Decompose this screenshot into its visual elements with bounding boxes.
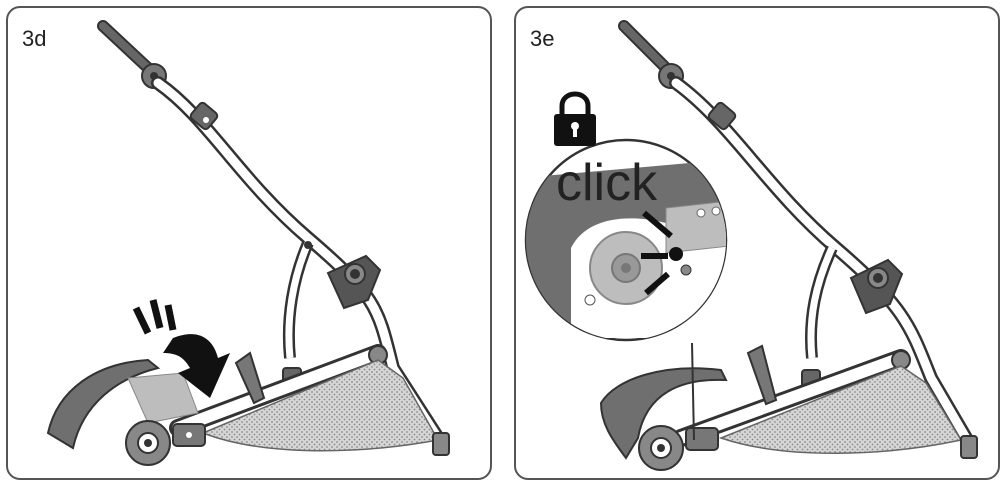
rear-leg [282,240,314,391]
front-wheel-hub [638,425,719,471]
padlock-icon [554,91,596,146]
callout-leader-line [691,342,695,441]
canopy [599,367,728,460]
handlebar [97,20,167,89]
step-label: 3d [22,26,47,51]
step-label: 3e [530,26,555,51]
click-motion-lines-icon [641,210,673,296]
footrest-lever [234,351,266,405]
seat-frame [672,349,911,447]
rear-leg [801,245,838,393]
upper-hinge [707,101,737,131]
fold-mechanism [326,254,382,310]
step-panel-3d: 3d [6,6,492,480]
upper-hinge [189,101,219,131]
front-wheel-hub [125,420,206,466]
stroller-illustration [46,20,450,466]
down-arrow-icon [163,334,230,398]
magnified-callout: click [524,138,728,342]
motion-lines-icon [132,299,177,335]
stroller-illustration: click [524,20,978,471]
rear-foot [432,432,450,456]
canopy [46,358,199,450]
rear-foot [960,435,978,459]
click-text: click [556,154,658,212]
fold-mechanism [849,258,904,315]
footrest-lever [746,344,778,406]
step-panel-3e: 3e [514,6,1000,480]
seat-frame [169,344,388,437]
